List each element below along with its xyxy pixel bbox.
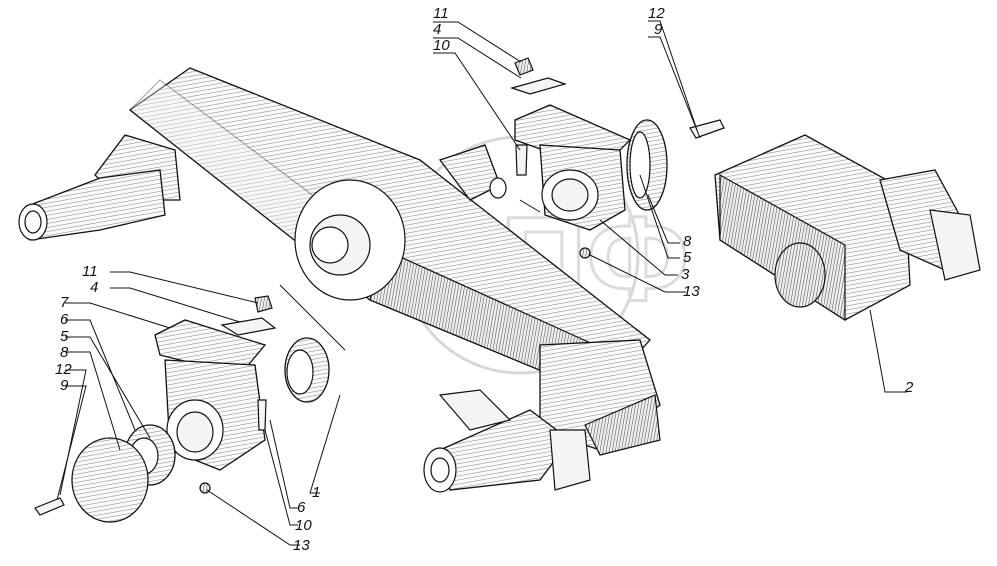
upper-bracket-assembly (509, 57, 725, 259)
part-label-8-upper: 8 (683, 233, 692, 250)
part-label-9-upper: 9 (654, 21, 663, 38)
part-label-5-upper: 5 (683, 249, 692, 266)
right-spindle-assembly (423, 339, 661, 493)
part-label-12-upper: 12 (648, 5, 665, 22)
part-label-13-lower: 13 (293, 537, 310, 554)
part-label-11-lower: 11 (82, 263, 98, 280)
lower-bracket-assembly (34, 295, 330, 523)
part-label-13-upper: 13 (683, 283, 700, 300)
part-label-6-lower: 6 (60, 311, 69, 328)
part-label-2: 2 (904, 379, 914, 396)
part-label-9-lower: 9 (60, 377, 69, 394)
part-label-1: 1 (312, 484, 320, 501)
part-label-10-lower: 10 (295, 517, 312, 534)
part-label-10-upper: 10 (433, 37, 450, 54)
axle-beam (18, 67, 651, 396)
part-label-6-bottom: 6 (297, 499, 306, 516)
part-label-5-lower: 5 (60, 328, 69, 345)
part-label-4-upper: 4 (433, 21, 441, 38)
part-labels: 11 4 10 12 9 8 5 3 13 2 11 4 7 6 5 8 12 … (55, 5, 914, 554)
part-label-3: 3 (681, 266, 690, 283)
right-block-part (714, 134, 981, 322)
part-label-11-upper: 11 (433, 5, 449, 22)
part-label-4-lower: 4 (90, 279, 98, 296)
part-label-12-lower: 12 (55, 361, 72, 378)
part-label-8-lower: 8 (60, 344, 69, 361)
part-label-7: 7 (60, 294, 69, 311)
leader-lines (56, 20, 907, 546)
